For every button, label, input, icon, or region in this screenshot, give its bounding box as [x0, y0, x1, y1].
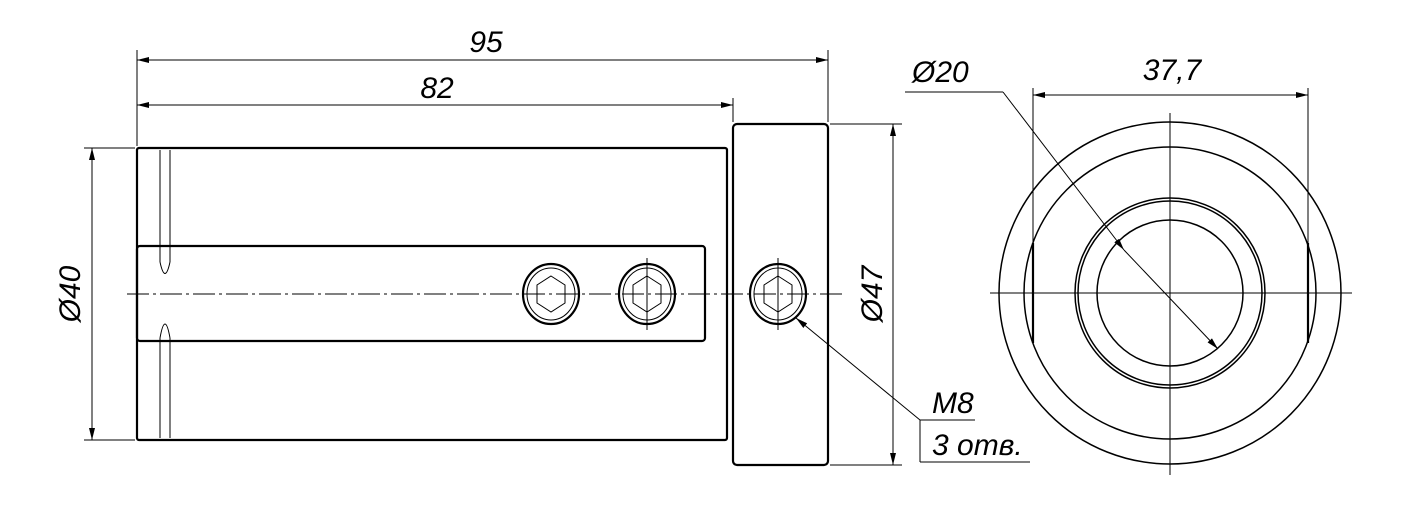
dimension-label: 37,7 [1143, 54, 1203, 87]
callout-thread: M8 [932, 387, 974, 420]
dimension-82: 82 [137, 72, 734, 122]
dimension-label: 82 [420, 72, 454, 105]
hex-socket-icon [536, 275, 566, 313]
side-view [127, 122, 845, 467]
dimension-label: Ø20 [911, 56, 969, 89]
retaining-groove [159, 150, 171, 438]
callout-holes: 3 отв. [932, 429, 1023, 462]
dimension-label: 95 [469, 26, 503, 59]
dimension-37-7: 37,7 [1032, 54, 1309, 243]
screw-3 [748, 258, 808, 330]
dimension-label: Ø47 [856, 264, 889, 323]
screw-1 [521, 262, 581, 326]
dimension-diameter-40: Ø40 [54, 147, 135, 441]
end-view [990, 113, 1352, 475]
dimension-diameter-20: Ø20 [905, 56, 1219, 350]
dimension-95: 95 [136, 26, 829, 146]
screw-2 [617, 258, 677, 330]
dimension-diameter-47: Ø47 [830, 123, 902, 466]
dimension-label: Ø40 [54, 265, 87, 323]
thread-callout: M8 3 отв. [795, 317, 1030, 463]
